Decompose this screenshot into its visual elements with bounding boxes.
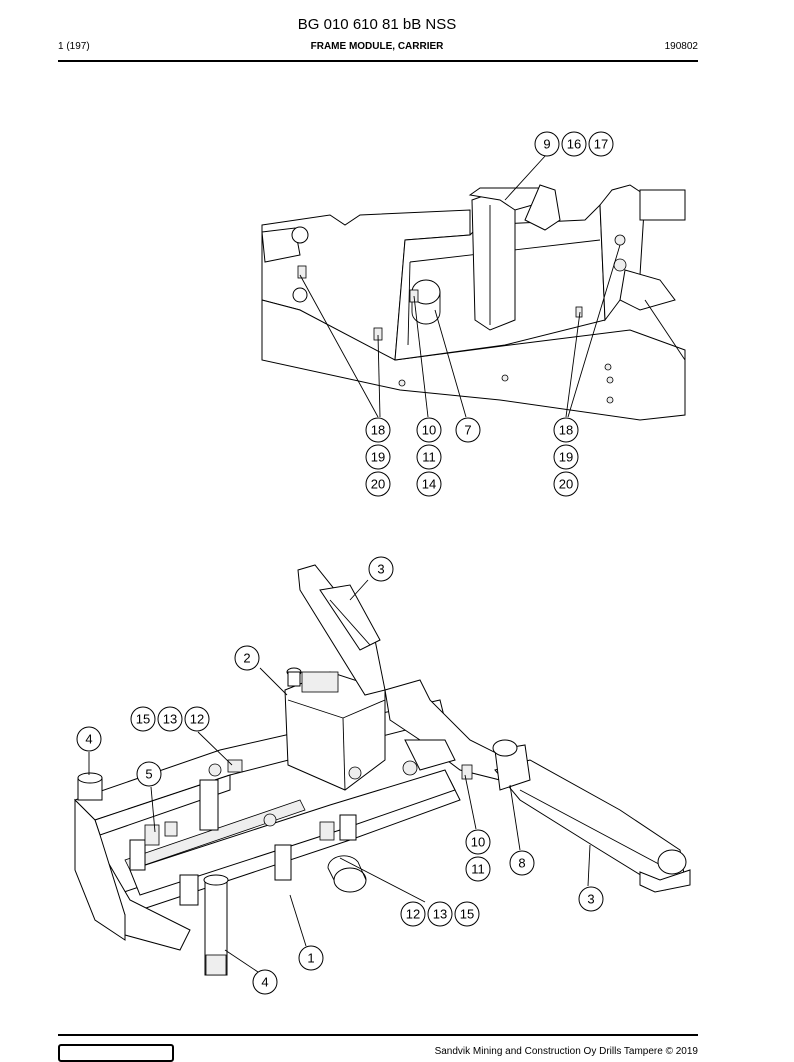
page-number: 1 (197): [58, 41, 90, 52]
callout-11-bottom: 11: [465, 856, 491, 882]
svg-text:12: 12: [406, 907, 420, 922]
svg-text:19: 19: [559, 450, 573, 465]
svg-text:10: 10: [471, 835, 485, 850]
callout-1: 1: [298, 945, 324, 971]
svg-text:4: 4: [85, 732, 92, 747]
callout-19-right: 19: [553, 444, 579, 470]
document-date: 190802: [664, 41, 698, 52]
callout-15-left: 15: [130, 706, 156, 732]
svg-text:8: 8: [518, 856, 525, 871]
main-assembly-view: [74, 564, 691, 976]
callout-10-bottom: 10: [465, 829, 491, 855]
svg-text:14: 14: [422, 477, 436, 492]
svg-text:18: 18: [371, 423, 385, 438]
svg-text:11: 11: [471, 862, 485, 877]
callout-13-bottom: 13: [427, 901, 453, 927]
callout-20-left: 20: [365, 471, 391, 497]
callout-12-bottom: 12: [400, 901, 426, 927]
svg-text:7: 7: [464, 423, 471, 438]
callout-10-top: 10: [416, 417, 442, 443]
svg-text:18: 18: [559, 423, 573, 438]
svg-text:9: 9: [543, 137, 550, 152]
callout-16: 16: [561, 131, 587, 157]
callout-19-left: 19: [365, 444, 391, 470]
svg-text:13: 13: [433, 907, 447, 922]
callout-18-right: 18: [553, 417, 579, 443]
company-logo: [58, 1044, 174, 1062]
svg-text:13: 13: [163, 712, 177, 727]
callout-14: 14: [416, 471, 442, 497]
document-title: FRAME MODULE, CARRIER: [310, 41, 444, 52]
svg-text:16: 16: [567, 137, 581, 152]
callout-4-top: 4: [76, 726, 102, 752]
svg-text:12: 12: [190, 712, 204, 727]
callout-4-bottom: 4: [252, 969, 278, 995]
svg-text:4: 4: [261, 975, 268, 990]
callout-17: 17: [588, 131, 614, 157]
callout-3-top: 3: [368, 556, 394, 582]
footer-copyright: Sandvik Mining and Construction Oy Drill…: [434, 1046, 698, 1057]
svg-text:17: 17: [594, 137, 608, 152]
svg-text:5: 5: [145, 767, 152, 782]
svg-text:15: 15: [136, 712, 150, 727]
footer-rule: [58, 1034, 698, 1036]
callout-8: 8: [509, 850, 535, 876]
callout-2: 2: [234, 645, 260, 671]
top-detail-view: [261, 154, 686, 421]
svg-text:20: 20: [371, 477, 385, 492]
svg-text:20: 20: [559, 477, 573, 492]
callout-18-left: 18: [365, 417, 391, 443]
callout-13-left: 13: [157, 706, 183, 732]
callout-20-right: 20: [553, 471, 579, 497]
callout-15-bottom: 15: [454, 901, 480, 927]
svg-text:10: 10: [422, 423, 436, 438]
callout-9: 9: [534, 131, 560, 157]
callout-7: 7: [455, 417, 481, 443]
svg-text:1: 1: [307, 951, 314, 966]
svg-text:2: 2: [243, 651, 250, 666]
svg-text:19: 19: [371, 450, 385, 465]
callout-12-left: 12: [184, 706, 210, 732]
svg-text:3: 3: [587, 892, 594, 907]
header-rule: [58, 60, 698, 62]
callout-3-bottom: 3: [578, 886, 604, 912]
callout-5: 5: [136, 761, 162, 787]
svg-text:15: 15: [460, 907, 474, 922]
callout-11-top: 11: [416, 444, 442, 470]
svg-text:11: 11: [422, 450, 436, 465]
document-code: BG 010 610 81 bB NSS: [297, 16, 457, 33]
svg-text:3: 3: [377, 562, 384, 577]
